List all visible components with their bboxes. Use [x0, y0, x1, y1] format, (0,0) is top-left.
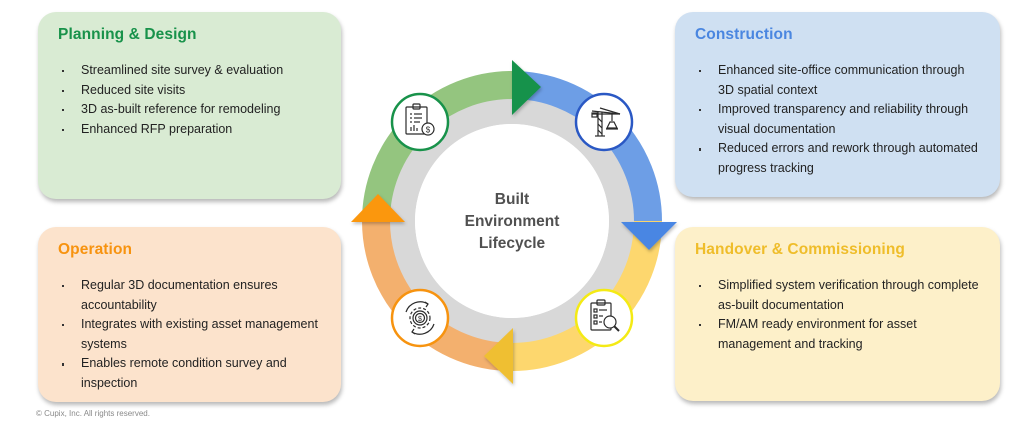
arrowhead-construction-to-handover: [621, 222, 677, 250]
handover-commissioning-card: Handover & Commissioning Simplified syst…: [675, 227, 1000, 401]
construction-card: Construction Enhanced site-office commun…: [675, 12, 1000, 197]
list-item: Enhanced RFP preparation: [58, 120, 321, 140]
svg-text:$: $: [426, 126, 431, 135]
center-disc: [415, 124, 609, 318]
operation-icon-badge: $: [390, 288, 450, 348]
center-label-line: Environment: [464, 213, 560, 230]
gear-cycle-dollar-icon: $: [405, 301, 435, 335]
card-title: Construction: [695, 26, 793, 43]
benefit-list: Streamlined site survey & evaluation Red…: [58, 61, 321, 139]
list-item: Reduced site visits: [58, 81, 321, 101]
construction-icon-badge: [574, 92, 634, 152]
arrowhead-handover-to-operation: [484, 328, 513, 384]
center-label-line: Built: [494, 191, 530, 208]
benefit-list: Regular 3D documentation ensures account…: [58, 276, 321, 394]
benefit-list: Enhanced site-office communication throu…: [695, 61, 980, 179]
benefit-list: Simplified system verification through c…: [695, 276, 980, 354]
list-item: FM/AM ready environment for asset manage…: [695, 315, 980, 354]
list-item: Reduced errors and rework through automa…: [695, 139, 980, 178]
checklist-inspection-icon: [590, 299, 620, 332]
copyright-notice: © Cupix, Inc. All rights reserved.: [36, 409, 150, 418]
card-title: Handover & Commissioning: [695, 241, 905, 258]
list-item: Enhanced site-office communication throu…: [695, 61, 980, 100]
list-item: 3D as-built reference for remodeling: [58, 100, 321, 120]
tower-crane-icon: [591, 107, 621, 137]
card-title: Operation: [58, 241, 133, 258]
planning-icon-badge: $: [390, 92, 450, 152]
operation-card: Operation Regular 3D documentation ensur…: [38, 227, 341, 402]
arrowhead-planning-to-construction: [512, 60, 541, 115]
list-item: Enables remote condition survey and insp…: [58, 354, 321, 393]
list-item: Streamlined site survey & evaluation: [58, 61, 321, 81]
planning-design-card: Planning & Design Streamlined site surve…: [38, 12, 341, 199]
list-item: Improved transparency and reliability th…: [695, 100, 980, 139]
svg-text:$: $: [418, 316, 422, 323]
card-title: Planning & Design: [58, 26, 197, 43]
clipboard-budget-icon: $: [405, 103, 435, 136]
center-label: Built Environment Lifecycle: [432, 189, 592, 255]
list-item: Regular 3D documentation ensures account…: [58, 276, 321, 315]
arrowhead-operation-to-planning: [351, 194, 405, 222]
list-item: Simplified system verification through c…: [695, 276, 980, 315]
handover-icon-badge: [574, 288, 634, 348]
list-item: Integrates with existing asset managemen…: [58, 315, 321, 354]
center-label-line: Lifecycle: [478, 235, 546, 252]
